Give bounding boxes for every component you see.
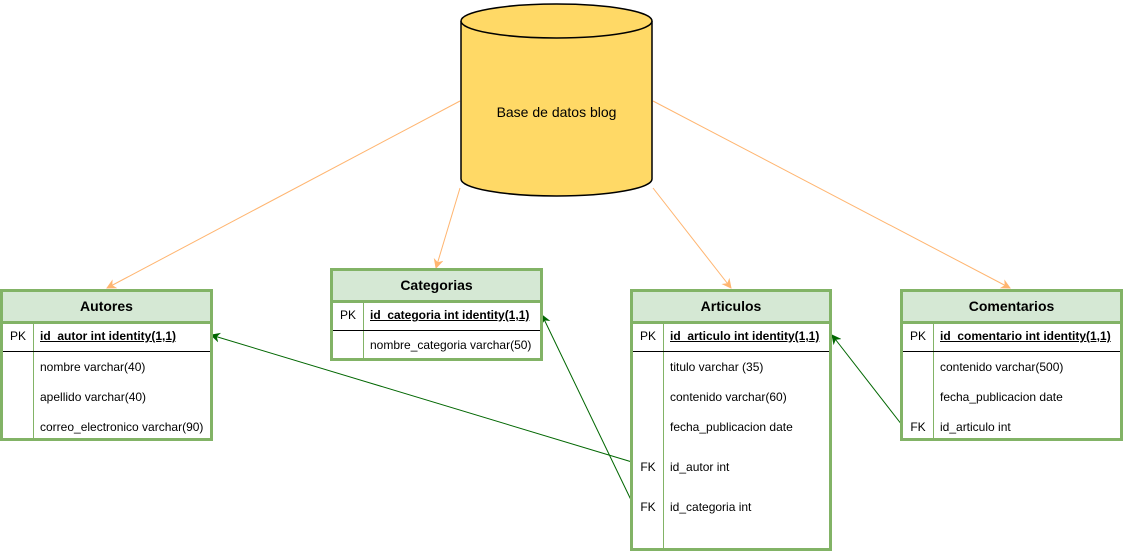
pk-row: PK id_comentario int identity(1,1) — [903, 321, 1120, 351]
field-row: apellido varchar(40) — [3, 382, 210, 412]
fk-label: FK — [640, 460, 656, 474]
table-categorias[interactable]: Categorias PK id_categoria int identity(… — [330, 268, 543, 361]
field: correo_electronico varchar(90) — [40, 420, 204, 434]
fk-label: FK — [910, 420, 926, 434]
pk-separator — [3, 351, 210, 352]
field-row: contenido varchar(500) — [903, 352, 1120, 382]
pk-row: PK id_articulo int identity(1,1) — [633, 321, 829, 351]
field-row: nombre_categoria varchar(50) — [333, 331, 540, 359]
database-label: Base de datos blog — [496, 104, 617, 120]
fk-connector-autor — [210, 332, 633, 463]
field: titulo varchar (35) — [670, 360, 764, 374]
table-comentarios[interactable]: Comentarios PK id_comentario int identit… — [900, 289, 1123, 441]
table-autores[interactable]: Autores PK id_autor int identity(1,1) no… — [0, 289, 213, 441]
fk-row: FK id_autor int — [633, 452, 829, 482]
pk-label: PK — [339, 308, 356, 322]
field-row: fecha_publicacion date — [633, 412, 829, 442]
field: fecha_publicacion date — [670, 420, 793, 434]
connector-db-autores — [106, 100, 461, 289]
key-column-divider — [663, 321, 664, 548]
pk-field: id_articulo int identity(1,1) — [670, 329, 820, 343]
field-row: fecha_publicacion date — [903, 382, 1120, 412]
pk-separator — [333, 330, 540, 331]
pk-label: PK — [639, 329, 656, 343]
pk-separator — [633, 351, 829, 352]
field: contenido varchar(500) — [940, 360, 1064, 374]
field-row: nombre varchar(40) — [3, 352, 210, 382]
fk-label: FK — [640, 500, 656, 514]
fk-field: id_categoria int — [670, 500, 752, 514]
connector-db-comentarios — [652, 100, 1011, 289]
pk-row: PK id_autor int identity(1,1) — [3, 321, 210, 351]
table-title: Categorias — [333, 271, 540, 303]
field: nombre_categoria varchar(50) — [370, 338, 532, 352]
field-row: titulo varchar (35) — [633, 352, 829, 382]
table-title: Articulos — [633, 292, 829, 324]
table-title: Autores — [3, 292, 210, 324]
connector-db-articulos — [652, 187, 732, 289]
pk-row: PK id_categoria int identity(1,1) — [333, 300, 540, 330]
connector-db-categorias — [433, 187, 461, 269]
field: fecha_publicacion date — [940, 390, 1063, 404]
fk-field: id_articulo int — [940, 420, 1011, 434]
key-column-divider — [363, 300, 364, 358]
pk-label: PK — [909, 329, 926, 343]
field: apellido varchar(40) — [40, 390, 147, 404]
pk-field: id_categoria int identity(1,1) — [370, 308, 530, 322]
table-articulos[interactable]: Articulos PK id_articulo int identity(1,… — [630, 289, 832, 551]
fk-connector-categoria — [541, 314, 633, 503]
fk-row: FK id_articulo int — [903, 412, 1120, 442]
key-column-divider — [33, 321, 34, 438]
fk-field: id_autor int — [670, 460, 730, 474]
key-column-divider — [933, 321, 934, 438]
field-row: contenido varchar(60) — [633, 382, 829, 412]
field-row: correo_electronico varchar(90) — [3, 412, 210, 442]
database-cylinder[interactable] — [460, 3, 653, 197]
table-title: Comentarios — [903, 292, 1120, 324]
field: contenido varchar(60) — [670, 390, 787, 404]
field: nombre varchar(40) — [40, 360, 146, 374]
pk-field: id_autor int identity(1,1) — [40, 329, 177, 343]
pk-label: PK — [9, 329, 26, 343]
pk-separator — [903, 351, 1120, 352]
pk-field: id_comentario int identity(1,1) — [940, 329, 1111, 343]
fk-connector-articulo — [831, 334, 903, 426]
fk-row: FK id_categoria int — [633, 492, 829, 522]
